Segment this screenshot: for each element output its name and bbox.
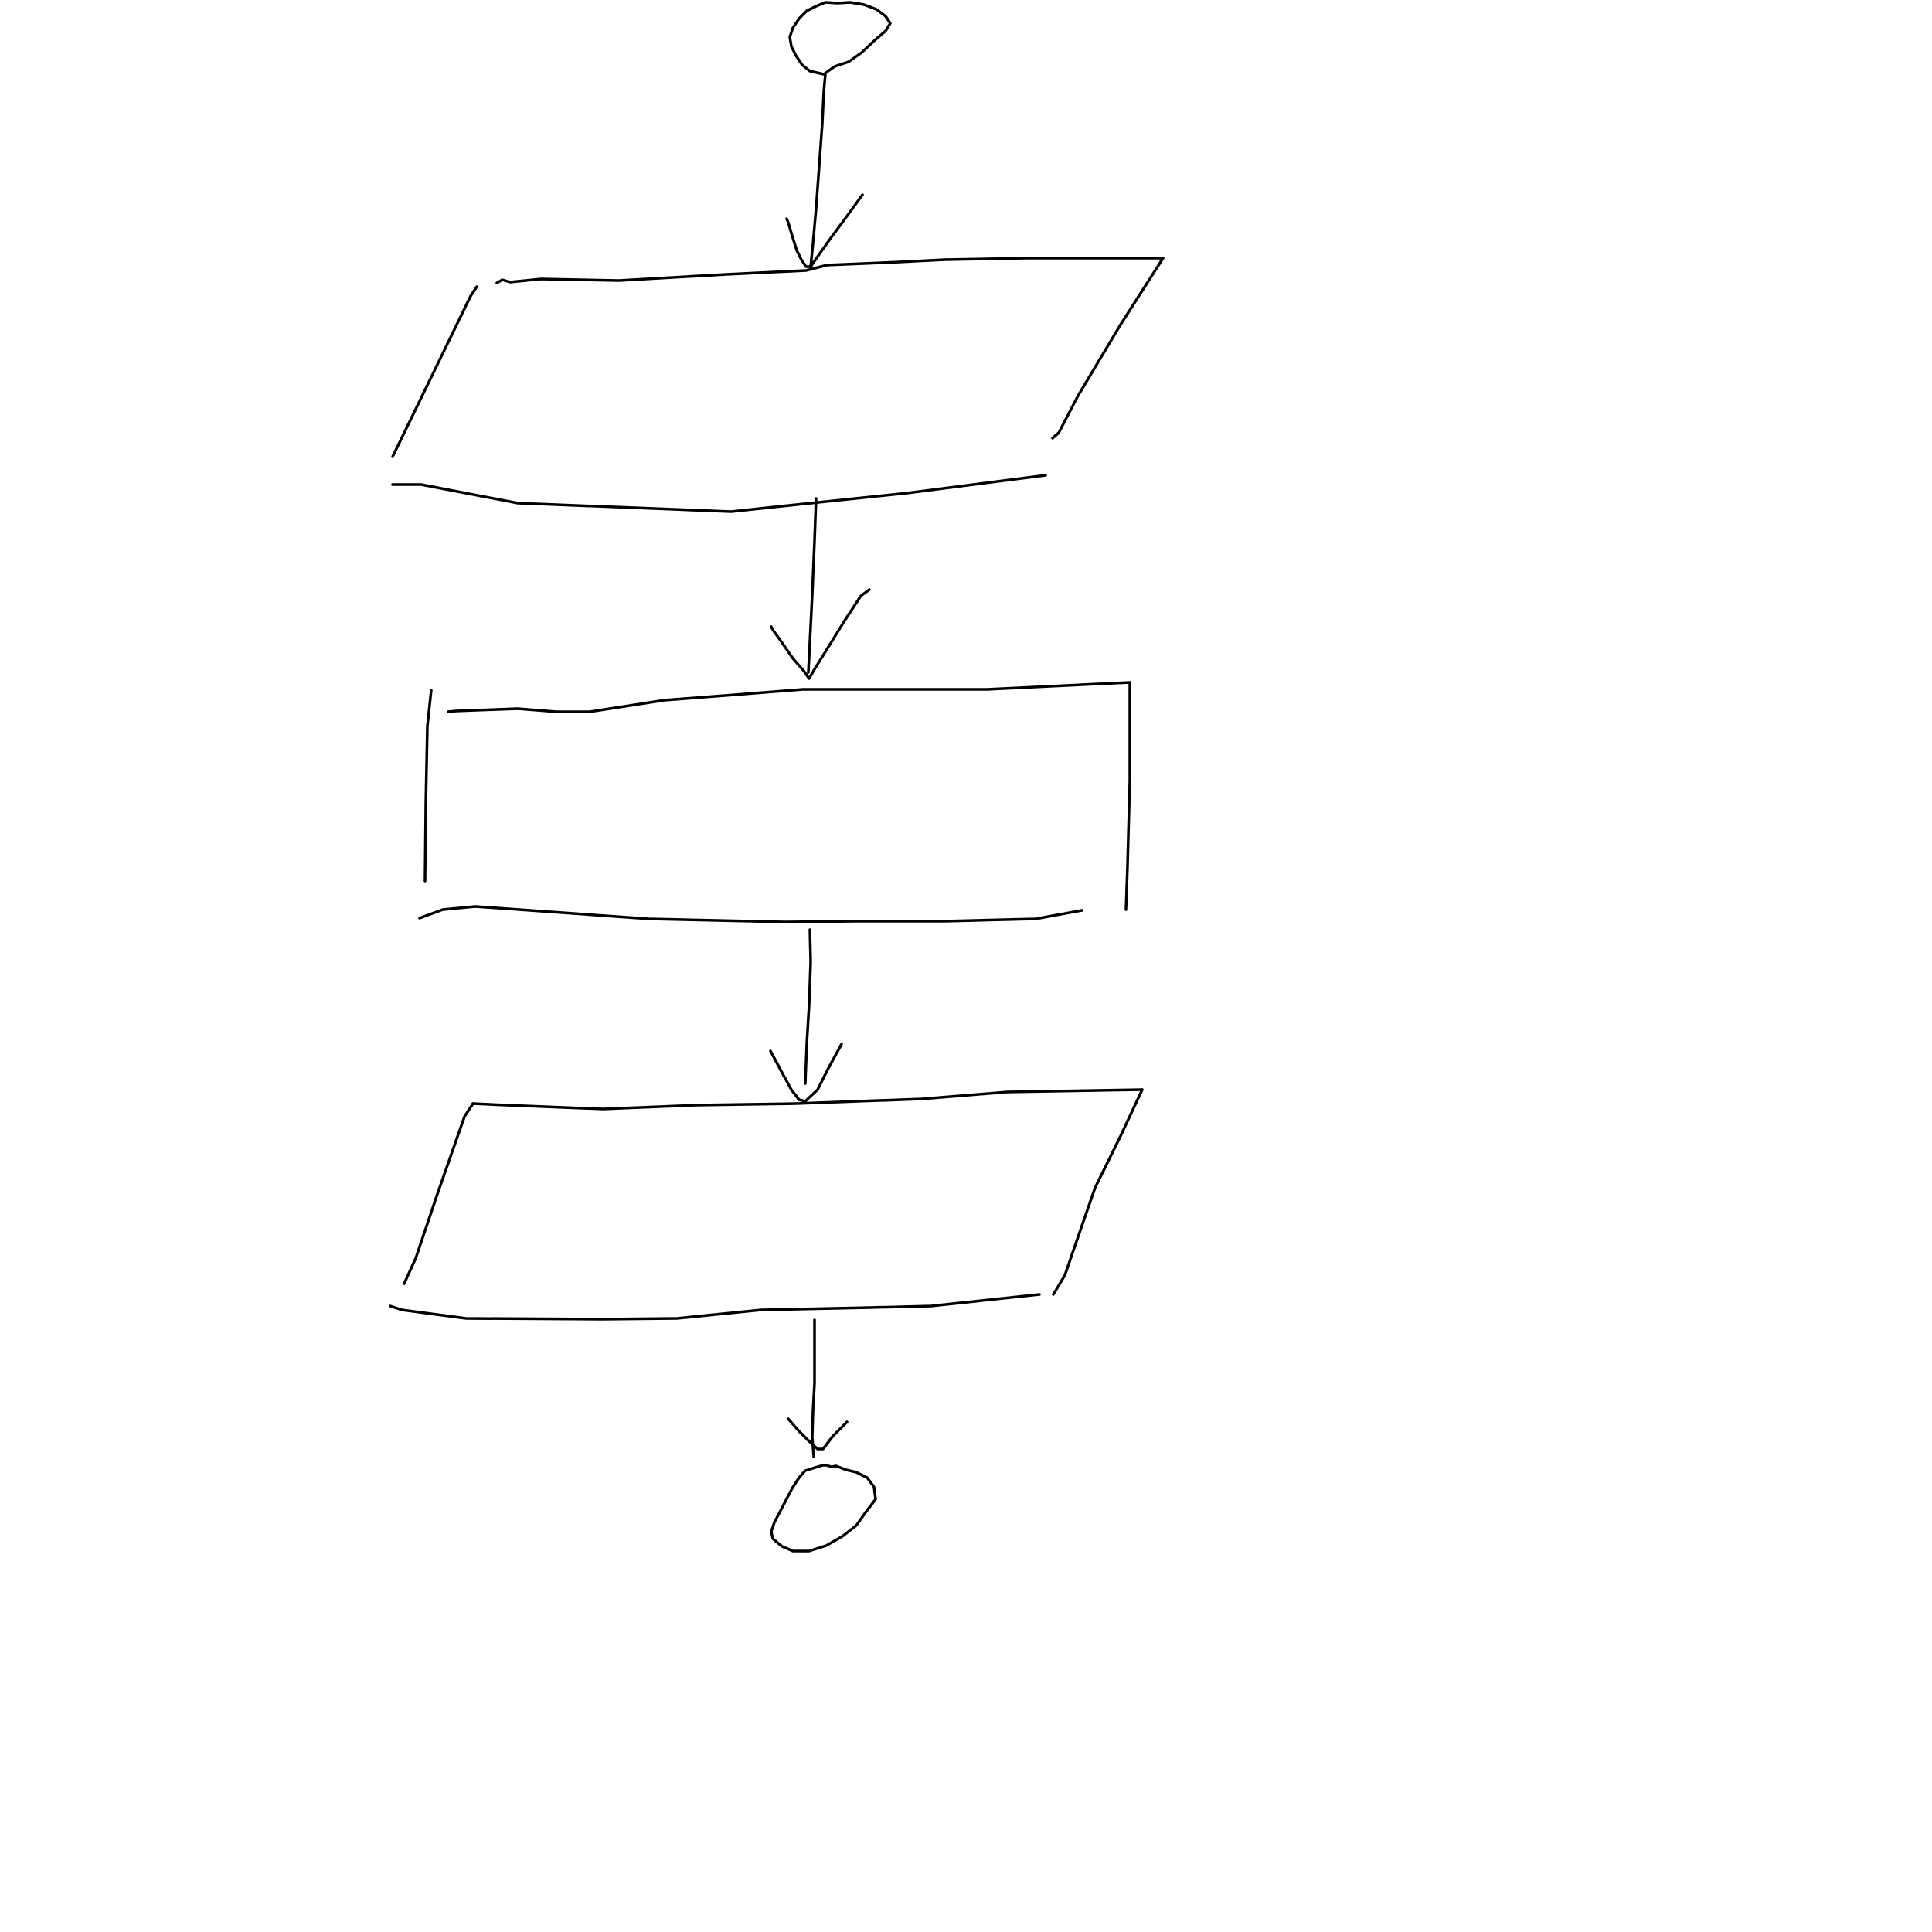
arrow-output-to-end xyxy=(787,1318,849,1458)
arrow-start-to-input xyxy=(785,73,864,268)
process-node xyxy=(418,681,1131,923)
parallelogram-bottom-edge xyxy=(391,474,1047,513)
arrow-input-to-process xyxy=(770,497,871,680)
arrow-process-to-output xyxy=(769,928,843,1103)
start-node xyxy=(788,1,892,76)
parallelogram-bottom-edge xyxy=(389,1293,1041,1321)
arrowhead xyxy=(769,1043,843,1103)
parallelogram-left-edge xyxy=(391,294,472,458)
rectangle-right-edge xyxy=(1124,681,1131,911)
parallelogram-right-edge xyxy=(1052,1088,1144,1296)
arrow-shaft xyxy=(809,73,827,268)
input-node xyxy=(391,257,1165,513)
parallelogram-top-edge xyxy=(495,257,1165,284)
rectangle-left-edge xyxy=(423,689,433,883)
start-circle xyxy=(788,1,892,76)
parallelogram-left-top-tick xyxy=(469,285,478,298)
arrow-shaft xyxy=(807,497,818,674)
arrowhead xyxy=(785,193,864,268)
rectangle-top-edge xyxy=(447,681,1131,713)
arrow-shaft xyxy=(804,928,812,1085)
arrowhead xyxy=(770,588,871,680)
end-node xyxy=(770,1464,877,1553)
arrowhead xyxy=(787,1417,849,1451)
parallelogram-left-edge xyxy=(403,1102,474,1285)
parallelogram-top-edge xyxy=(471,1088,1144,1111)
rectangle-bottom-edge xyxy=(418,905,1083,923)
output-node xyxy=(389,1088,1144,1321)
end-circle xyxy=(770,1464,877,1553)
parallelogram-right-edge xyxy=(1051,257,1165,440)
arrow-shaft xyxy=(811,1318,816,1458)
